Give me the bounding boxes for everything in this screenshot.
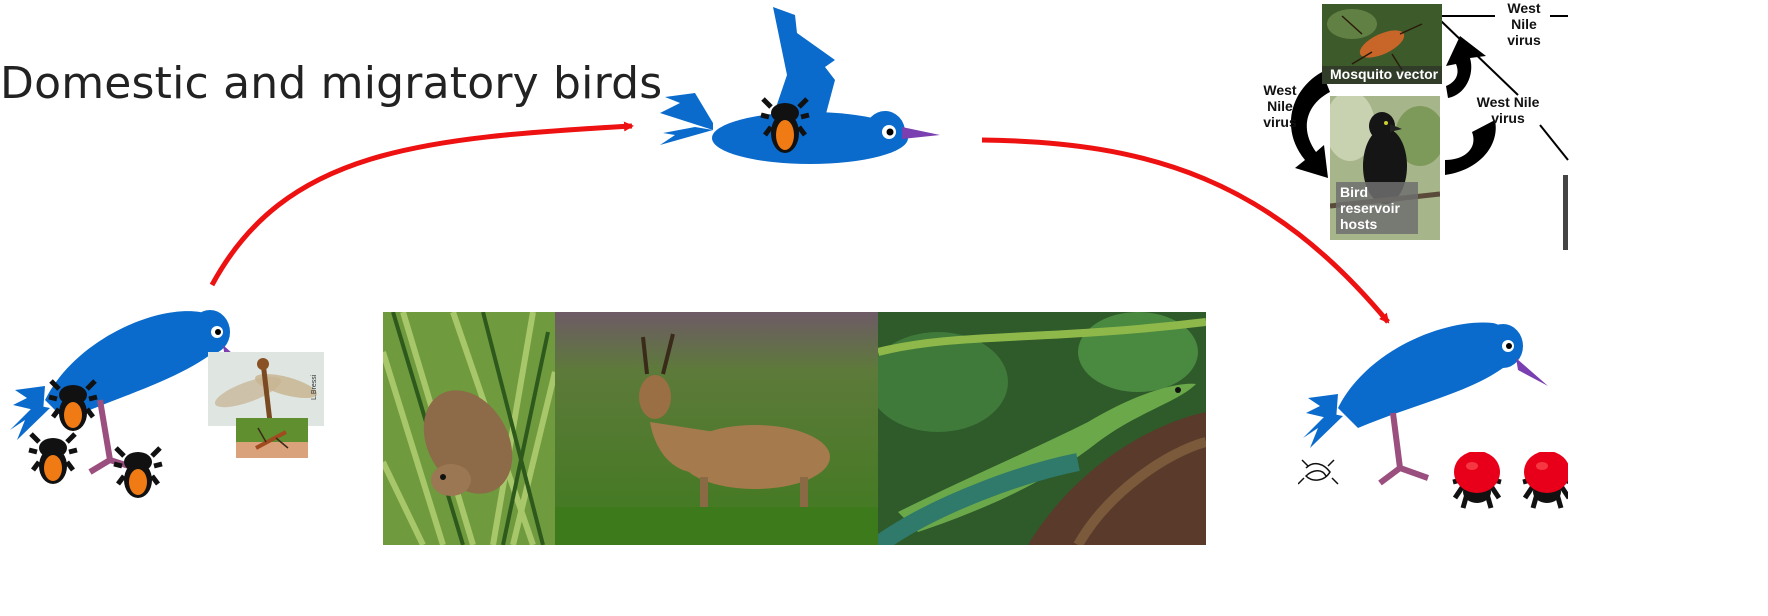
wnv-label-right: West Nile virus xyxy=(1472,94,1544,126)
wnv-label-line: virus xyxy=(1500,32,1548,48)
wnv-label-left: West Nile virus xyxy=(1258,82,1302,130)
west-nile-cycle-diagram: Mosquito vector Bird reservoir hosts Wes… xyxy=(1250,0,1768,250)
bird-reservoir-photo: Bird reservoir hosts xyxy=(1330,96,1440,240)
wnv-label-line: virus xyxy=(1472,110,1544,126)
wnv-label-line: West xyxy=(1258,82,1302,98)
engorged-tick-icon xyxy=(1453,452,1501,508)
mouse-photo xyxy=(383,312,555,545)
cycle-arrow-icon xyxy=(1445,120,1496,175)
monitor-lizard-photo xyxy=(878,312,1206,545)
mosquito-vector-photo: Mosquito vector xyxy=(1322,4,1442,84)
migratory-bird-icon xyxy=(655,5,945,175)
dragonfly-photo xyxy=(208,352,324,426)
deer-photo xyxy=(555,312,878,545)
wnv-label-line: Nile xyxy=(1500,16,1548,32)
detached-tick-icon xyxy=(1298,460,1338,484)
engorged-ticks xyxy=(1452,452,1568,516)
bird-caption-line2: reservoir xyxy=(1340,200,1400,217)
tick-icon xyxy=(29,434,77,484)
wnv-label-line: West Nile xyxy=(1472,94,1544,110)
tick-icon xyxy=(114,448,162,498)
wnv-label-line: West xyxy=(1500,0,1548,16)
arrow-to-migrating-bird xyxy=(212,126,632,285)
photo-credit: L.Bressi xyxy=(311,375,318,400)
bird-caption-line1: Bird xyxy=(1340,184,1368,201)
bird-caption-line3: hosts xyxy=(1340,216,1377,233)
wnv-label-top-right: West Nile virus xyxy=(1500,0,1548,48)
mosquito-skin-photo xyxy=(236,418,308,458)
wnv-label-line: virus xyxy=(1258,114,1302,130)
wnv-label-line: Nile xyxy=(1258,98,1302,114)
cycle-arrow-icon xyxy=(1446,36,1486,98)
mosquito-caption: Mosquito vector xyxy=(1330,66,1438,83)
engorged-tick-icon xyxy=(1523,452,1568,508)
